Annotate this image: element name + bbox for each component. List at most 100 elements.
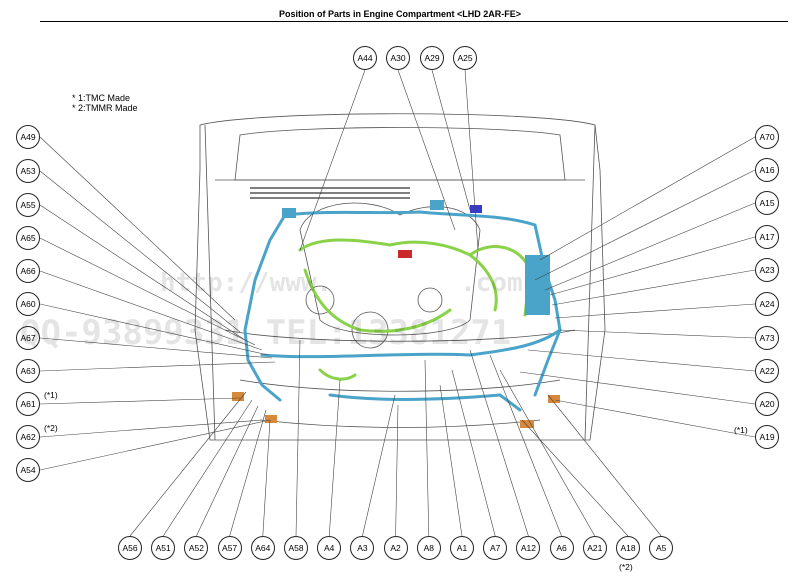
leader-line — [129, 391, 247, 537]
leader-line — [39, 204, 246, 341]
harness-blue-bottom — [328, 393, 522, 412]
label-a53: A53 — [16, 159, 40, 183]
harness-blue-left — [243, 213, 287, 402]
label-a62: A62 — [16, 425, 40, 449]
connector-clusters — [232, 200, 560, 428]
leader-line — [527, 349, 756, 372]
label-a30: A30 — [386, 46, 410, 70]
harness-green-branch — [303, 268, 452, 333]
leader-line — [519, 371, 756, 405]
leader-line — [469, 349, 529, 537]
label-a7: A7 — [483, 536, 508, 560]
radiator-grille — [250, 187, 410, 199]
leader-line — [39, 419, 271, 471]
label-a17: A17 — [755, 225, 779, 249]
label-a3: A3 — [350, 536, 375, 560]
leader-line — [39, 337, 273, 359]
label-a66: A66 — [16, 259, 40, 283]
label-a29: A29 — [420, 46, 444, 70]
leader-line — [39, 270, 263, 351]
label-a12: A12 — [516, 536, 541, 560]
watermark-text: .com — [460, 268, 523, 298]
label-a57: A57 — [217, 536, 242, 560]
watermark-text: QQ-93899331 TEL:13381271 — [20, 313, 512, 353]
leader-line — [489, 354, 562, 537]
label-a64: A64 — [250, 536, 275, 560]
leader-line — [328, 379, 341, 537]
label-a49: A49 — [16, 125, 40, 149]
leader-line — [262, 419, 271, 537]
leader-line — [539, 136, 756, 261]
label-a21: A21 — [582, 536, 607, 560]
label-a4: A4 — [317, 536, 342, 560]
label-a20: A20 — [755, 392, 779, 416]
leader-line — [299, 69, 366, 251]
label-a5: A5 — [649, 536, 674, 560]
label-a54: A54 — [16, 458, 40, 482]
leader-line — [39, 237, 256, 346]
leader-line — [39, 397, 241, 405]
leader-line — [499, 369, 596, 537]
leader-line — [431, 69, 471, 211]
harness-green-main — [298, 238, 498, 312]
leader-line — [39, 361, 276, 372]
leader-line — [39, 419, 263, 438]
label-a18: A18 — [616, 536, 640, 560]
leader-line — [397, 69, 456, 231]
label-a8: A8 — [416, 536, 441, 560]
car-outline — [194, 113, 606, 441]
leader-line — [451, 369, 496, 537]
label-a56: A56 — [118, 536, 142, 560]
label-a52: A52 — [184, 536, 209, 560]
harness-blue-upper — [283, 210, 547, 272]
label-a15: A15 — [755, 191, 779, 215]
harness-blue-lower — [260, 328, 562, 359]
label-a51: A51 — [151, 536, 176, 560]
harness-green-lower — [318, 368, 357, 381]
leader-line — [162, 399, 253, 537]
label-a2: A2 — [383, 536, 408, 560]
leader-line — [544, 202, 756, 291]
leader-line — [39, 170, 241, 333]
ecu-box — [525, 255, 550, 315]
label-a65: A65 — [16, 226, 40, 250]
footnote-a62: (*2) — [44, 423, 58, 433]
label-a16: A16 — [755, 158, 779, 182]
leader-line — [229, 409, 267, 537]
footnote-a19: (*1) — [734, 425, 748, 435]
leader-line — [521, 419, 629, 537]
label-a19: A19 — [755, 425, 779, 449]
leader-line — [559, 329, 756, 339]
label-a44: A44 — [353, 46, 377, 70]
leader-line — [554, 399, 756, 438]
leader-line — [395, 404, 399, 537]
watermark-text: http://www. — [160, 268, 333, 298]
label-a70: A70 — [755, 125, 779, 149]
label-a60: A60 — [16, 292, 40, 316]
leader-line — [464, 69, 479, 251]
leader-line — [362, 394, 396, 537]
label-a67: A67 — [16, 326, 40, 350]
label-a63: A63 — [16, 359, 40, 383]
label-a55: A55 — [16, 193, 40, 217]
leader-line — [547, 394, 662, 537]
label-a25: A25 — [453, 46, 477, 70]
label-a58: A58 — [284, 536, 308, 560]
label-a73: A73 — [755, 326, 779, 350]
footnote-a61: (*1) — [44, 390, 58, 400]
label-a24: A24 — [755, 292, 779, 316]
leader-line — [551, 269, 756, 306]
leader-line — [439, 384, 463, 537]
leader-line — [196, 405, 259, 537]
note-tmc: * 1:TMC Made — [72, 93, 131, 103]
leader-line — [554, 303, 756, 319]
leader-line — [534, 169, 756, 281]
leader-line — [39, 136, 236, 321]
leader-lines — [39, 69, 756, 537]
page-title: Position of Parts in Engine Compartment … — [278, 9, 522, 19]
footnote-a18: (*2) — [619, 562, 633, 572]
title-rule — [40, 21, 788, 22]
label-a61: A61 — [16, 392, 40, 416]
leader-line — [549, 236, 756, 296]
